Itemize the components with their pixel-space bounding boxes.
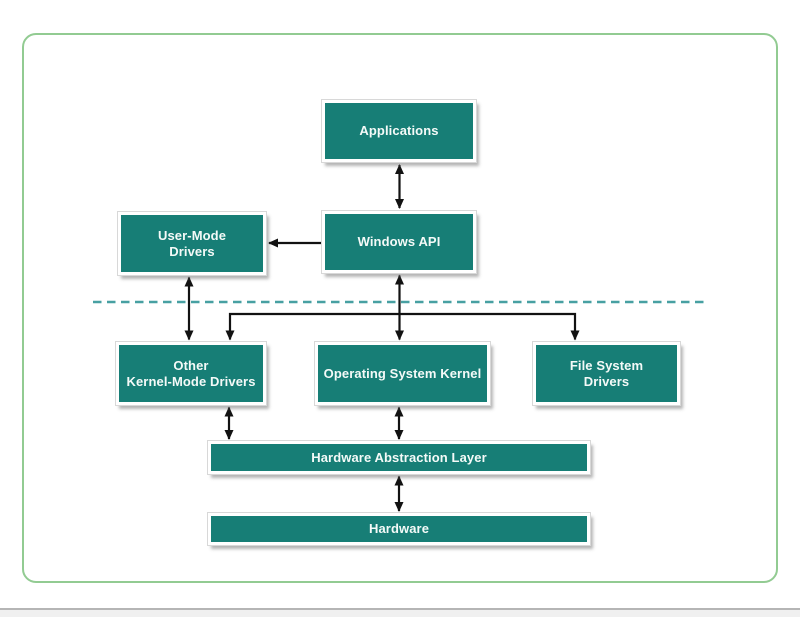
node-hardware-abstraction-layer: Hardware Abstraction Layer [208,441,590,474]
node-operating-system-kernel-label: Operating System Kernel [323,365,482,381]
node-user-mode-drivers: User-Mode Drivers [118,212,266,275]
node-operating-system-kernel: Operating System Kernel [315,342,490,405]
node-hardware: Hardware [208,513,590,545]
node-applications: Applications [322,100,476,162]
node-file-system-drivers: File System Drivers [533,342,680,405]
node-file-system-drivers-label: File System Drivers [569,357,644,389]
footer-divider-line [0,608,800,610]
node-windows-api-label: Windows API [357,234,441,249]
footer-bar [0,610,800,617]
node-other-kernel-mode-drivers: Other Kernel-Mode Drivers [116,342,266,405]
node-hardware-label: Hardware [368,521,430,536]
node-applications-label: Applications [359,123,439,138]
node-user-mode-drivers-label: User-Mode Drivers [157,227,227,259]
node-windows-api: Windows API [322,211,476,273]
node-hardware-abstraction-layer-label: Hardware Abstraction Layer [311,449,487,465]
node-other-kernel-mode-drivers-label: Other Kernel-Mode Drivers [126,357,256,389]
diagram-frame-border [22,33,778,583]
